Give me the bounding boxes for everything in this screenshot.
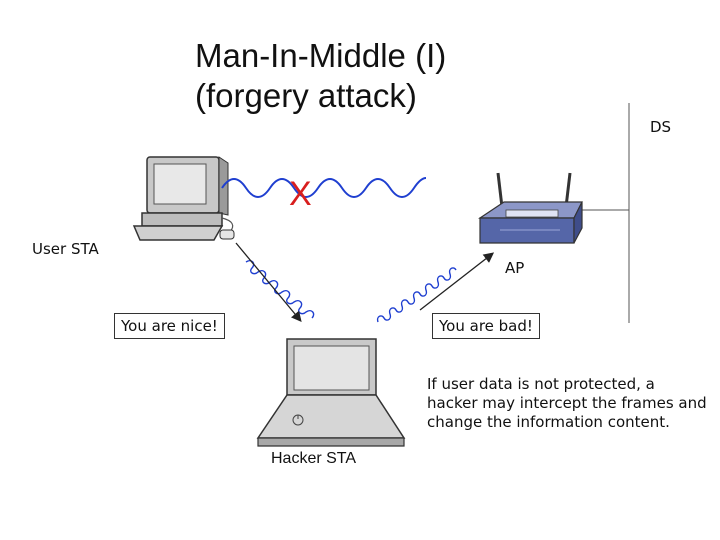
user-sta-label: User STA [32, 240, 99, 258]
ds-label: DS [650, 118, 672, 136]
arrow-to-hacker [235, 242, 302, 322]
ap-label: AP [505, 259, 525, 277]
title-line-1: Man-In-Middle (I) [195, 37, 447, 74]
message-to-user-box: You are nice! [114, 313, 225, 339]
hacker-sta-label: Hacker STA [271, 450, 357, 467]
arrow-to-ap [419, 252, 495, 311]
slide-title: Man-In-Middle (I) (forgery attack) [195, 36, 525, 116]
explanation-note: If user data is not protected, a hacker … [427, 375, 707, 431]
laptop-icon [256, 338, 406, 447]
blocked-signal-wave [221, 177, 427, 198]
blocked-x-mark: X [289, 175, 312, 213]
title-line-2: (forgery attack) [195, 77, 417, 114]
message-to-ap-box: You are bad! [432, 313, 540, 339]
desktop-computer-icon [132, 156, 235, 241]
hacker-user-signal-wave [245, 259, 315, 319]
hacker-ap-signal-wave [376, 267, 457, 323]
wireless-router-icon [478, 172, 583, 244]
